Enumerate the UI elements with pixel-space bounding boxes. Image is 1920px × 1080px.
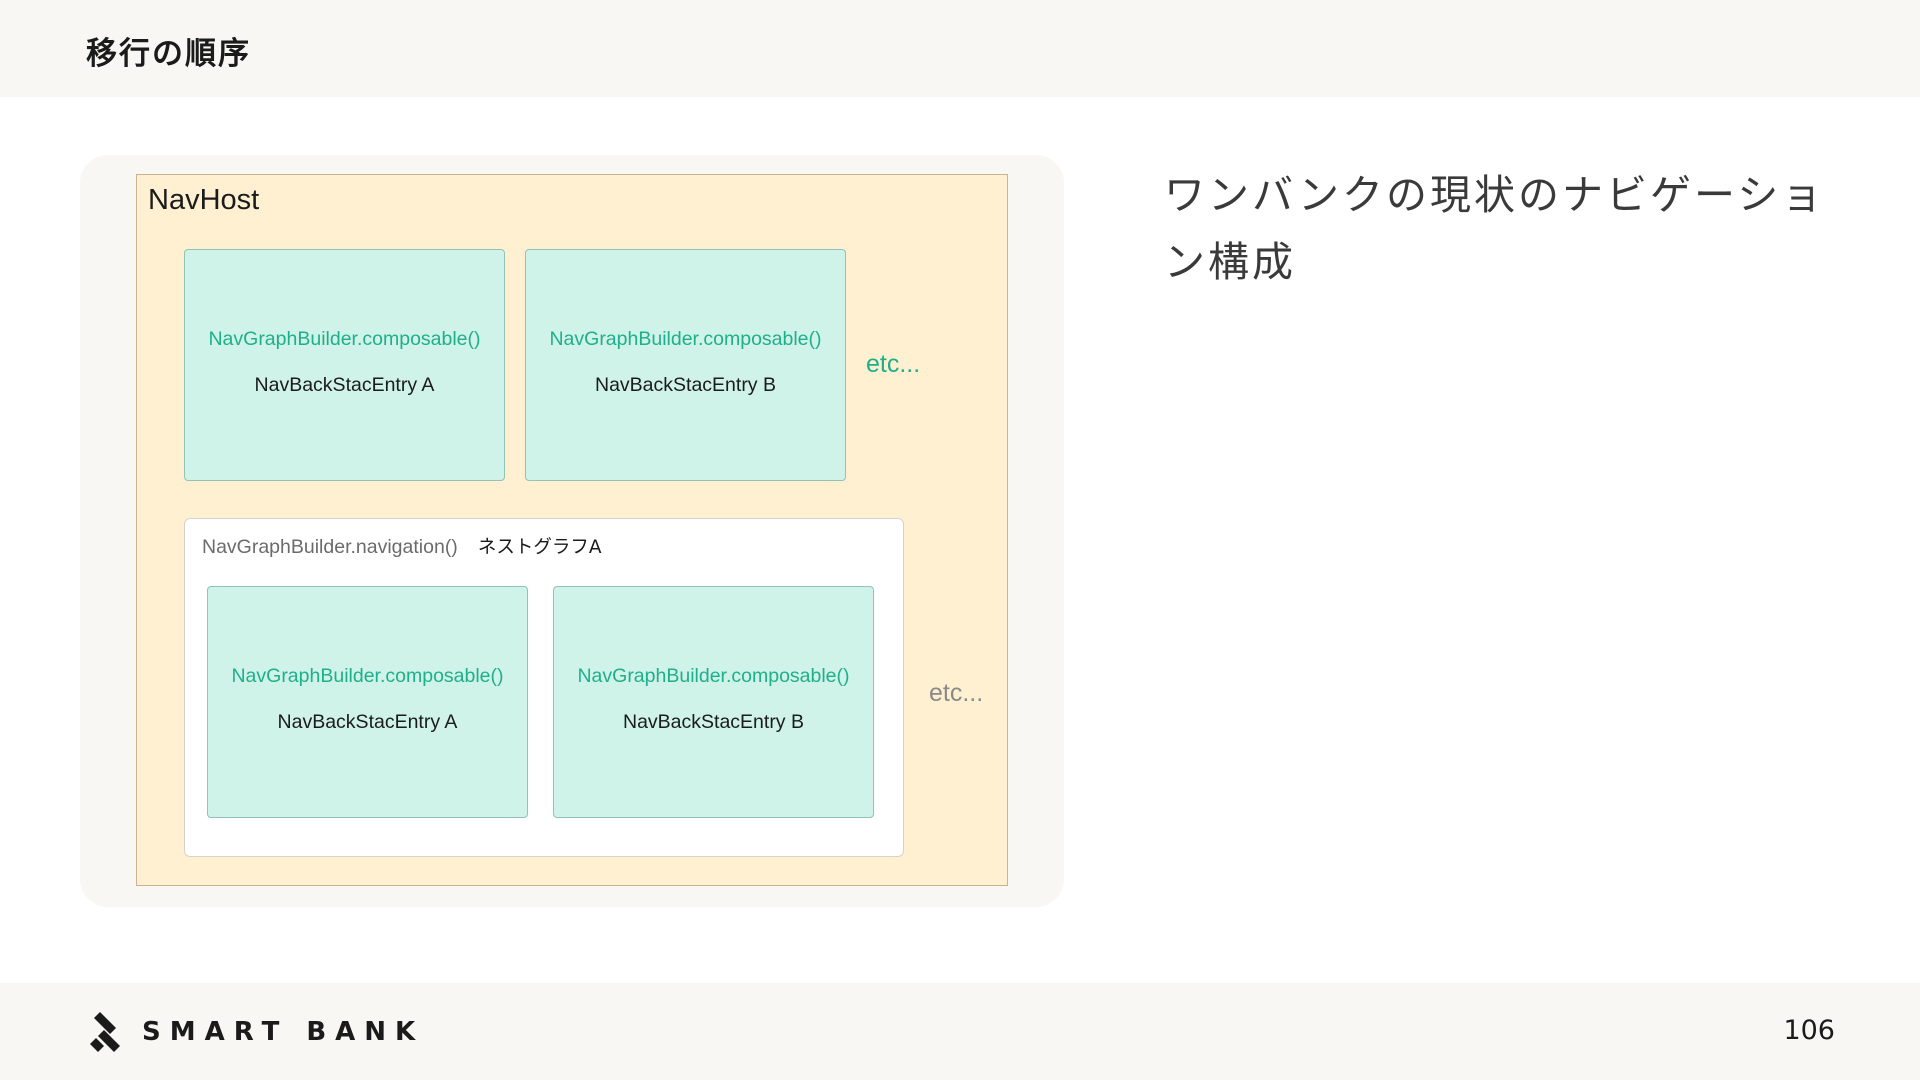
smartbank-logo-text: SMART BANK [142,1017,425,1047]
nested-entry-a-box: NavGraphBuilder.composable() NavBackStac… [207,586,528,818]
top-entry-a-func: NavGraphBuilder.composable() [208,328,481,350]
smartbank-logo: SMART BANK [90,1012,424,1052]
nested-entry-b-box: NavGraphBuilder.composable() NavBackStac… [553,586,874,818]
top-etc-label: etc... [866,350,921,378]
nested-graph-func: NavGraphBuilder.navigation() [202,536,458,558]
smartbank-logo-mark-icon [90,1012,120,1052]
top-entry-b-box: NavGraphBuilder.composable() NavBackStac… [525,249,846,481]
page-number: 106 [1783,1015,1835,1046]
nested-graph-name: ネストグラフA [477,537,602,558]
nested-entry-a-func: NavGraphBuilder.composable() [231,665,504,687]
nested-entry-b-func: NavGraphBuilder.composable() [577,665,850,687]
slide-header: 移行の順序 [0,0,1920,97]
nested-graph-label: NavGraphBuilder.navigation() ネストグラフA [202,533,601,559]
top-entry-a-name: NavBackStacEntry A [254,374,435,396]
top-entry-b-func: NavGraphBuilder.composable() [549,328,822,350]
nested-entry-b-name: NavBackStacEntry B [623,711,804,733]
top-entry-b-name: NavBackStacEntry B [595,374,776,396]
nested-entry-a-name: NavBackStacEntry A [277,711,458,733]
bottom-etc-label: etc... [929,679,984,707]
navhost-label: NavHost [148,184,260,216]
slide-title: 移行の順序 [86,36,251,72]
slide-description: ワンバンクの現状のナビゲーション構成 [1164,171,1826,286]
slide-footer [0,983,1920,1080]
top-entry-a-box: NavGraphBuilder.composable() NavBackStac… [184,249,505,481]
